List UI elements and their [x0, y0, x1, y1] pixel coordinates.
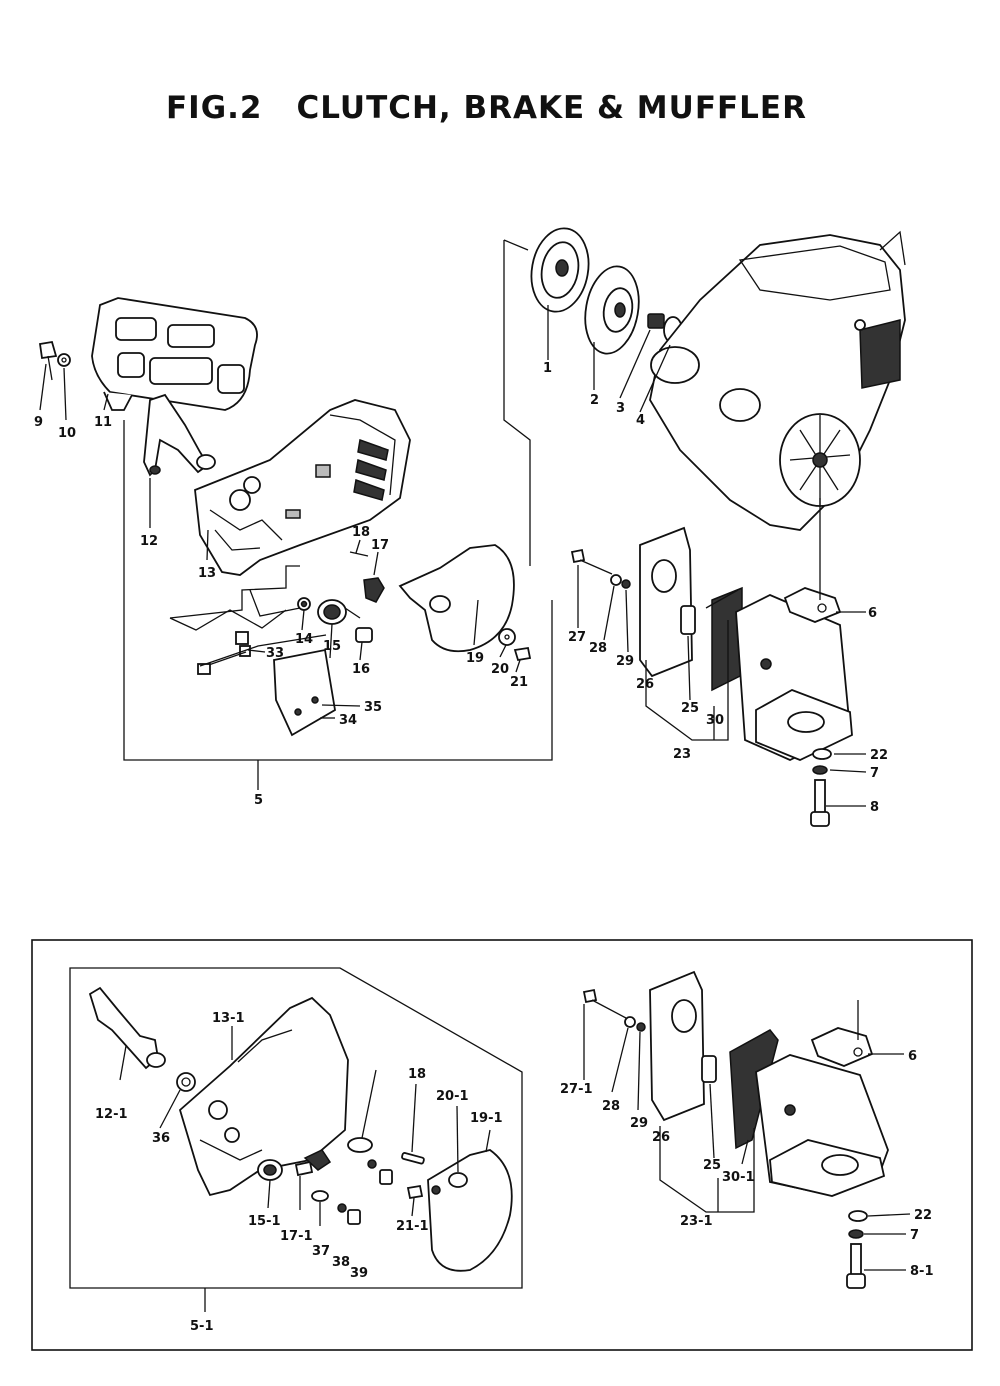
- part-label: 35: [364, 700, 382, 715]
- part-label: 30-1: [722, 1170, 755, 1185]
- part-label: 30: [706, 713, 724, 728]
- part-label: 36: [152, 1131, 170, 1146]
- part-label: 20: [491, 662, 509, 677]
- inset-muffler-assembly: [582, 970, 889, 1289]
- part-label: 12: [140, 534, 158, 549]
- part-label: 15: [323, 639, 341, 654]
- part-label: 10: [58, 426, 76, 441]
- inset-leader-lines: [119, 1004, 911, 1271]
- part-label: 22: [870, 748, 888, 763]
- part-label: 20-1: [436, 1089, 469, 1104]
- inset-brake-lever: [88, 986, 196, 1092]
- part-label: 21-1: [396, 1219, 429, 1234]
- brake-lever: [143, 393, 216, 477]
- part-label: 6: [868, 606, 877, 621]
- part-number-labels: 1 2 3 4 9 10 11 12 13 18 17 14 15 16 19 …: [34, 361, 888, 815]
- part-label: 17: [371, 538, 389, 553]
- inset-bracket: [69, 967, 523, 1289]
- part-label: 3: [616, 401, 625, 416]
- part-label: 1: [543, 361, 552, 376]
- part-label: 15-1: [248, 1214, 281, 1229]
- part-label: 25: [681, 701, 699, 716]
- part-label: 13-1: [212, 1011, 245, 1026]
- part-label: 17-1: [280, 1229, 313, 1244]
- leader-lines: [39, 305, 867, 807]
- part-label: 8-1: [910, 1264, 934, 1279]
- part-label: 5: [254, 793, 263, 808]
- part-label: 27: [568, 630, 586, 645]
- guard-bolt: [38, 340, 71, 381]
- part-label: 37: [312, 1244, 330, 1259]
- part-label: 27-1: [560, 1082, 593, 1097]
- figure-caption: CLUTCH, BRAKE & MUFFLER: [296, 90, 807, 126]
- engine-crankcase: [649, 230, 906, 531]
- muffler-assembly: [570, 526, 853, 827]
- inset-brake-parts: [257, 1137, 513, 1272]
- part-label: 21: [510, 675, 528, 690]
- part-label: 26: [652, 1130, 670, 1145]
- clutch-drum: [584, 265, 640, 355]
- part-label: 6: [908, 1049, 917, 1064]
- part-label: 26: [636, 677, 654, 692]
- inset-border: [31, 939, 973, 1351]
- clutch-shoe-assembly: [530, 227, 590, 313]
- part-label: 9: [34, 415, 43, 430]
- part-label: 28: [602, 1099, 620, 1114]
- part-label: 22: [914, 1208, 932, 1223]
- part-label: 34: [339, 713, 357, 728]
- part-label: 19: [466, 651, 484, 666]
- part-label: 18: [408, 1067, 426, 1082]
- inset-part-labels: 13-1 12-1 36 15-1 17-1 37 38 39 21-1 18 …: [95, 1011, 934, 1334]
- part-label: 19-1: [470, 1111, 503, 1126]
- brake-parts: [297, 544, 532, 662]
- part-label: 14: [295, 632, 313, 647]
- part-label: 25: [703, 1158, 721, 1173]
- part-label: 12-1: [95, 1107, 128, 1122]
- part-label: 29: [630, 1116, 648, 1131]
- hand-guard: [91, 297, 258, 411]
- sprocket-cover: [194, 399, 411, 576]
- part-label: 13: [198, 566, 216, 581]
- part-label: 39: [350, 1266, 368, 1281]
- part-label: 2: [590, 393, 599, 408]
- part-label: 28: [589, 641, 607, 656]
- part-label: 7: [870, 766, 879, 781]
- figure-title: FIG.2 CLUTCH, BRAKE & MUFFLER: [166, 90, 807, 126]
- part-label: 4: [636, 413, 645, 428]
- inset-sprocket-cover: [178, 996, 349, 1197]
- part-label: 18: [352, 525, 370, 540]
- part-label: 7: [910, 1228, 919, 1243]
- figure-number: FIG.2: [166, 90, 263, 126]
- part-label: 8: [870, 800, 879, 815]
- part-label: 38: [332, 1255, 350, 1270]
- part-label: 23: [673, 747, 691, 762]
- variant-inset: 13-1 12-1 36 15-1 17-1 37 38 39 21-1 18 …: [31, 939, 973, 1351]
- assembly-brackets: [123, 239, 821, 790]
- part-label: 5-1: [190, 1319, 214, 1334]
- part-label: 11: [94, 415, 112, 430]
- part-label: 33: [266, 646, 284, 661]
- part-label: 29: [616, 654, 634, 669]
- main-diagram: 1 2 3 4 9 10 11 12 13 18 17 14 15 16 19 …: [34, 227, 906, 827]
- part-label: 16: [352, 662, 370, 677]
- part-label: 23-1: [680, 1214, 713, 1229]
